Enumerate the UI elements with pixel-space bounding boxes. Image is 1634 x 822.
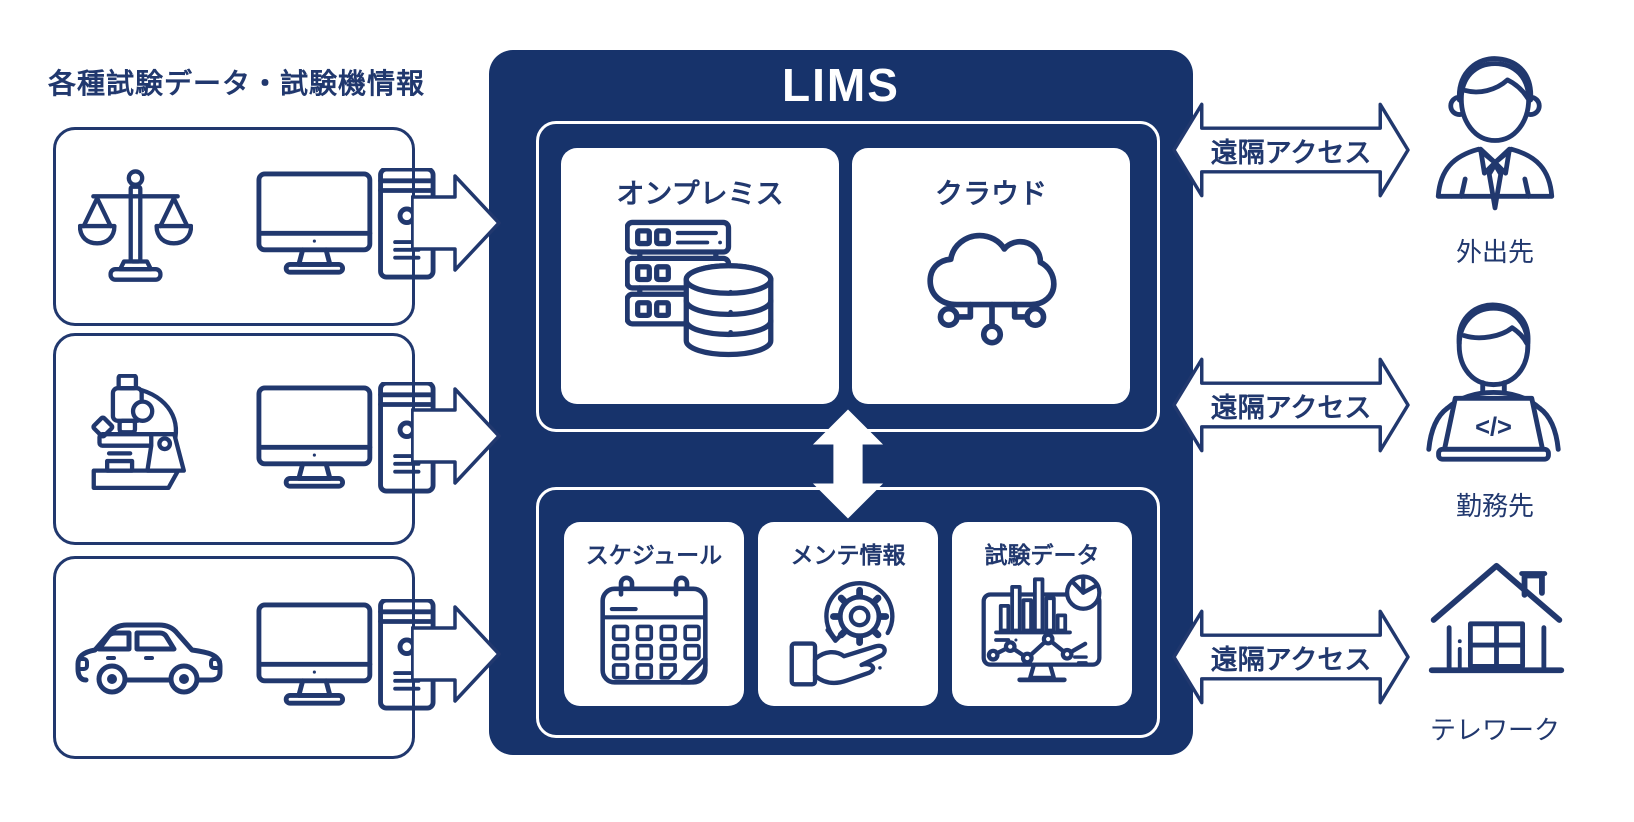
microscope-icon (88, 374, 203, 504)
desktop-computer-icon (256, 168, 436, 285)
balance-scale-icon (78, 166, 193, 288)
source-box-car (53, 556, 436, 759)
source-box-microscope (53, 333, 436, 545)
left-column-heading: 各種試験データ・試験機情報 (48, 68, 426, 99)
card-schedule: スケジュール (564, 522, 744, 706)
card-onpremise-label: オンプレミス (616, 178, 784, 209)
laptop-worker-icon: </> (1418, 300, 1570, 482)
car-icon (74, 607, 224, 707)
destination-label-telework: テレワーク (1429, 715, 1560, 745)
businessman-icon (1420, 52, 1570, 230)
card-cloud: クラウド (852, 148, 1130, 404)
calendar-icon (599, 574, 709, 688)
svg-text:</>: </> (1475, 414, 1512, 442)
input-arrow-1 (411, 174, 501, 272)
lims-title: LIMS (782, 59, 900, 111)
input-arrow-2 (411, 387, 501, 485)
remote-access-arrow-2: 遠隔アクセス (1172, 357, 1410, 453)
destination-label-office: 勤務先 (1455, 491, 1534, 521)
desktop-computer-icon (256, 382, 436, 499)
destination-label-away: 外出先 (1455, 237, 1534, 267)
remote-access-label-3: 遠隔アクセス (1210, 644, 1372, 675)
sync-arrow-icon (811, 406, 885, 522)
card-testdata-label: 試験データ (984, 542, 1100, 568)
gear-hand-icon (788, 568, 906, 694)
source-box-balance (53, 127, 436, 326)
desktop-computer-icon (256, 599, 436, 716)
card-onpremise: オンプレミス (561, 148, 839, 404)
card-testdata: 試験データ (952, 522, 1132, 706)
card-schedule-label: スケジュール (585, 542, 723, 568)
cloud-network-icon (924, 220, 1060, 350)
input-arrow-3 (411, 605, 501, 703)
remote-access-arrow-3: 遠隔アクセス (1172, 609, 1410, 705)
chart-monitor-icon (978, 570, 1106, 692)
card-cloud-label: クラウド (934, 178, 1047, 209)
remote-access-label-1: 遠隔アクセス (1210, 137, 1372, 168)
house-icon (1424, 556, 1569, 682)
remote-access-label-2: 遠隔アクセス (1210, 392, 1372, 423)
remote-access-arrow-1: 遠隔アクセス (1172, 102, 1410, 198)
card-maintenance: メンテ情報 (758, 522, 938, 706)
server-database-icon (625, 214, 775, 364)
card-maintenance-label: メンテ情報 (790, 542, 906, 568)
